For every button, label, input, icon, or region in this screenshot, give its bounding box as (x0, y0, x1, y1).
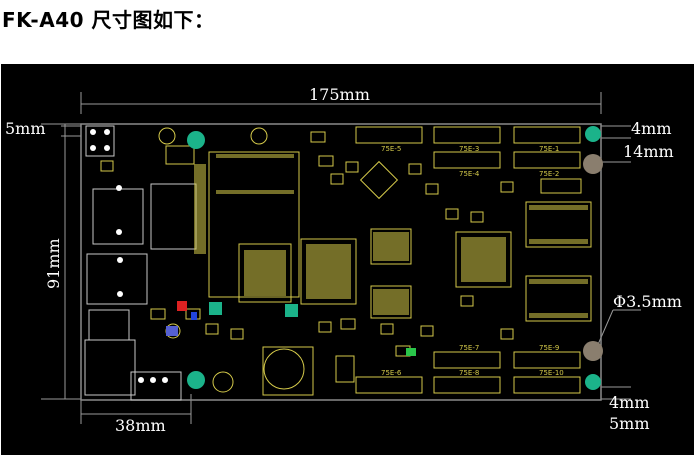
connector-label-75e10: 75E-10 (539, 369, 564, 377)
connector-label-75e3: 75E-3 (459, 145, 479, 153)
chip-pins (194, 154, 588, 318)
board-outline (80, 123, 602, 401)
port-dots (90, 129, 168, 383)
dim-right-bottom-b-label: 5mm (609, 414, 650, 433)
connector-label-75e4: 75E-4 (459, 170, 480, 178)
connector-label-75e7: 75E-7 (459, 344, 479, 352)
page-title: FK-A40 尺寸图如下： (2, 8, 215, 32)
connector-label-75e9: 75E-9 (539, 344, 559, 352)
chips (208, 151, 592, 396)
mounting-hole-plated-top (583, 154, 603, 174)
pcb-drawing-panel: 75E-5 75E-3 75E-1 75E-4 75E-2 75E-7 75E-… (1, 64, 694, 455)
connector-labels: 75E-5 75E-3 75E-1 75E-4 75E-2 75E-7 75E-… (381, 145, 564, 377)
small-components (100, 127, 582, 393)
connector-label-75e5: 75E-5 (381, 145, 401, 153)
mounting-hole-plated-bottom (583, 341, 603, 361)
green-marker (406, 348, 416, 356)
dim-hole-diameter-label: Φ3.5mm (613, 292, 682, 311)
blue-marker (191, 312, 197, 320)
pcb-diagram: 75E-5 75E-3 75E-1 75E-4 75E-2 75E-7 75E-… (5, 85, 682, 435)
dim-bottom-span-label: 38mm (115, 416, 166, 435)
connector-label-75e1: 75E-1 (539, 145, 559, 153)
connector-label-75e2: 75E-2 (539, 170, 559, 178)
connector-label-75e6: 75E-6 (381, 369, 402, 377)
red-marker (177, 301, 187, 311)
dim-right-top-b-label: 14mm (623, 142, 674, 161)
dim-height-label: 91mm (44, 238, 63, 289)
connector-boxes (355, 126, 581, 394)
dimension-lines (41, 92, 641, 424)
violet-marker (166, 326, 178, 336)
left-ports (84, 125, 197, 401)
dim-right-top-a-label: 4mm (631, 119, 672, 138)
connector-label-75e8: 75E-8 (459, 369, 479, 377)
dim-right-bottom-a-label: 4mm (609, 393, 650, 412)
mounting-holes (187, 126, 601, 390)
dim-width-label: 175mm (309, 85, 370, 104)
dim-left-margin-label: 5mm (5, 119, 46, 138)
